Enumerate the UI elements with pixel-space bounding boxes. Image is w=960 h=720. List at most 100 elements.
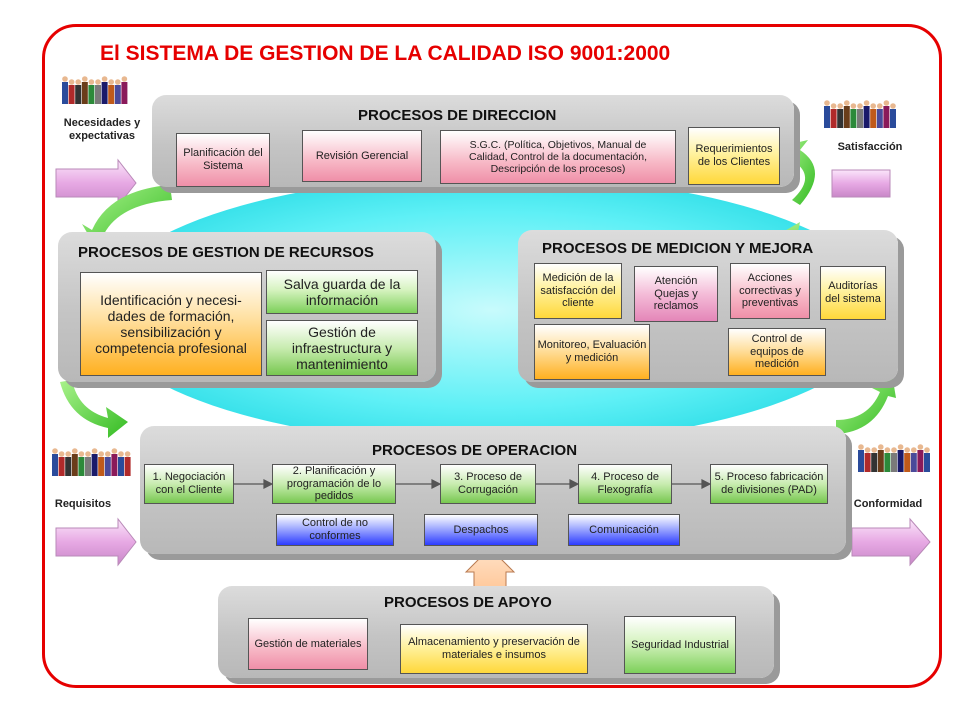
step-planificacion-pedidos: 2. Planificación y programación de lo pe… [272,464,396,504]
panel-operacion-title: PROCESOS DE OPERACION [372,442,578,459]
person-head [904,447,910,453]
person-head [111,448,118,454]
person-body [884,453,891,472]
person-head [95,79,101,85]
box-satisfaccion-cliente: Medición de la satisfacción del cliente [534,263,622,319]
person-body [824,106,830,128]
person-head [115,79,121,85]
person-body [876,109,883,128]
person-body [910,453,917,472]
person-body [75,85,82,104]
box-comunicacion: Comunicación [568,514,680,546]
box-almacenamiento: Almacenamiento y preservación de materia… [400,624,588,674]
output-arrow-conformidad [851,517,931,567]
person-body [850,109,857,128]
box-auditorias: Auditorías del sistema [820,266,886,320]
person-body [830,109,837,128]
panel-direccion-title: PROCESOS DE DIRECCION [358,107,557,124]
box-infraestructura: Gestión de infraestructura y mantenimien… [266,320,418,376]
person-head [78,451,85,457]
person-body [870,109,877,128]
person-head [917,444,924,450]
box-revision-gerencial: Revisión Gerencial [302,130,422,182]
person-head [85,451,91,457]
person-body [104,457,111,476]
panel-apoyo: PROCESOS DE APOYO Gestión de materiales … [218,586,774,678]
person-body [883,106,890,128]
person-head [830,103,837,109]
person-head [884,447,891,453]
person-head [101,76,108,82]
person-body [121,82,128,104]
person-head [52,448,58,454]
person-head [91,448,98,454]
person-body [897,450,904,472]
person-body [871,453,878,472]
person-head [124,451,131,457]
person-head [878,444,884,450]
person-body [98,457,105,476]
person-body [52,454,58,476]
person-body [917,450,924,472]
panel-recursos: PROCESOS DE GESTION DE RECURSOS Identifi… [58,232,436,382]
panel-direccion: PROCESOS DE DIRECCION Planificación del … [152,95,794,187]
curved-arrow-bottom-right [836,374,896,434]
label-satisfaccion: Satisfacción [837,141,903,153]
person-body [88,85,95,104]
box-requerimientos-clientes: Requerimientos de los Clientes [688,127,780,185]
people-group-requisitos [52,448,131,476]
box-acciones-correctivas: Acciones correctivas y preventivas [730,263,810,319]
person-head [68,79,75,85]
person-body [62,82,68,104]
person-body [58,457,65,476]
person-body [71,454,78,476]
person-body [111,454,118,476]
person-head [837,103,843,109]
step-corrugacion: 3. Proceso de Corrugación [440,464,536,504]
box-despachos: Despachos [424,514,538,546]
person-head [72,448,78,454]
curved-arrow-mid-left [60,380,128,438]
person-body [118,457,124,476]
person-body [91,454,98,476]
people-group-necesidades [62,76,128,104]
label-conformidad: Conformidad [853,498,923,510]
panel-medicion-title: PROCESOS DE MEDICION Y MEJORA [542,240,814,257]
person-body [78,457,85,476]
input-arrow-necesidades [55,158,137,208]
box-planificacion-sistema: Planificación del Sistema [176,133,270,187]
person-head [65,451,71,457]
outer-frame [42,24,942,688]
person-body [114,85,121,104]
panel-recursos-title: PROCESOS DE GESTION DE RECURSOS [78,244,374,261]
person-head [891,447,897,453]
label-necesidades: Necesidades y expectativas [63,117,141,143]
box-control-equipos: Control de equipos de medición [728,328,826,376]
person-body [837,109,844,128]
step-flexografia: 4. Proceso de Flexografía [578,464,672,504]
box-control-no-conformes: Control de no conformes [276,514,394,546]
box-monitoreo: Monitoreo, Evaluación y medición [534,324,650,380]
person-head [897,444,904,450]
box-formacion: Identificación y necesi- dades de formac… [80,272,262,376]
person-head [58,451,65,457]
box-salva-guarda: Salva guarda de la información [266,270,418,314]
person-body [924,453,930,472]
person-head [870,103,876,109]
box-gestion-materiales: Gestión de materiales [248,618,368,670]
output-arrow-satisfaccion [831,169,891,198]
person-head [871,447,877,453]
person-body [864,453,871,472]
person-head [857,103,863,109]
people-group-conformidad [858,444,930,472]
person-body [65,457,72,476]
step-negociacion: 1. Negociación con el Cliente [144,464,234,504]
person-head [863,100,870,106]
person-head [105,451,111,457]
person-head [844,100,850,106]
panel-medicion: PROCESOS DE MEDICION Y MEJORA Medición d… [518,230,898,382]
box-seguridad-industrial: Seguridad Industrial [624,616,736,674]
person-head [850,103,857,109]
person-body [904,453,911,472]
person-head [858,444,864,450]
